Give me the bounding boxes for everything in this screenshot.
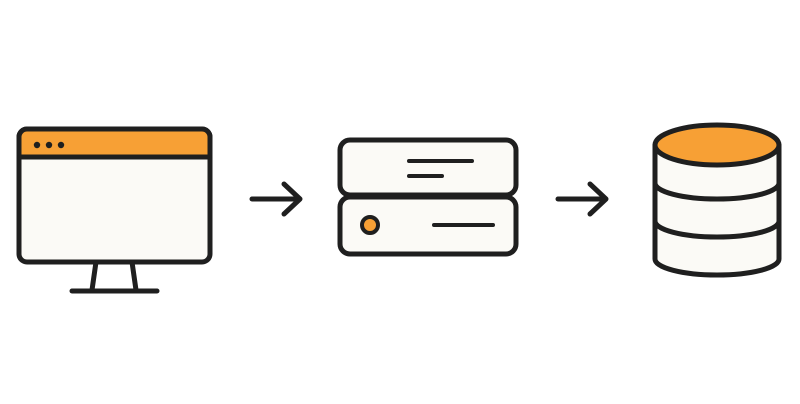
window-dot-2	[45, 141, 53, 149]
database-band-1	[652, 180, 782, 202]
monitor-stand-left	[89, 259, 99, 293]
server-unit-bottom	[337, 194, 519, 257]
database-band-2	[652, 218, 782, 240]
arrow-right-icon	[555, 181, 609, 217]
server-unit-top	[337, 137, 519, 198]
window-dot-1	[33, 141, 41, 149]
database-cylinder-body	[652, 142, 782, 278]
arrow-right-icon	[249, 181, 303, 217]
window-dot-3	[57, 141, 65, 149]
server-status-light	[360, 215, 380, 235]
server-icon	[337, 137, 519, 257]
database-top	[652, 122, 782, 168]
database-icon	[652, 122, 782, 278]
browser-monitor-icon	[16, 126, 213, 294]
monitor-stand-right	[129, 259, 139, 293]
